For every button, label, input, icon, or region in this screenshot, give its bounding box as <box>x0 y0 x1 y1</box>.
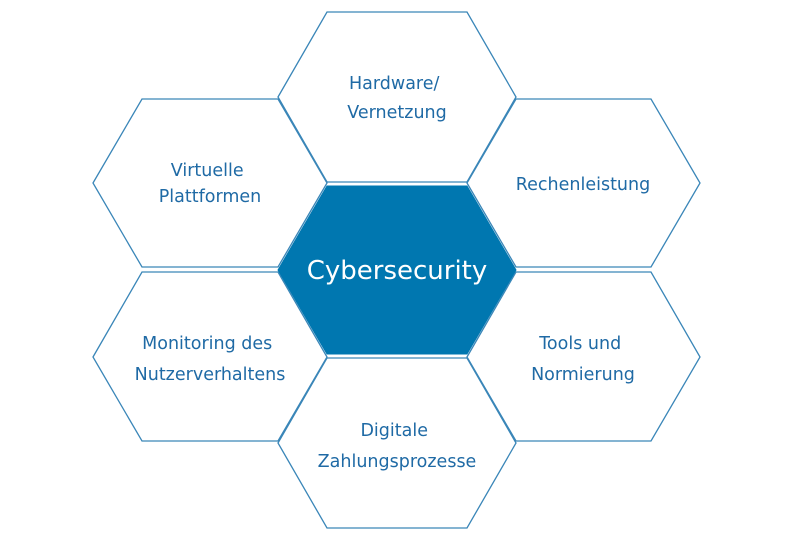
hex-bottom-label: Digitale Zahlungsprozesse <box>318 421 477 472</box>
hex-upper-right-shape <box>466 98 701 268</box>
hex-center-shape <box>277 185 517 355</box>
hex-bottom-shape <box>277 357 517 529</box>
hex-top-label: Hardware/ Vernetzung <box>347 74 446 123</box>
hex-node-upper-left: Virtuelle Plattformen <box>92 98 328 268</box>
hex-node-top: Hardware/ Vernetzung <box>277 11 517 183</box>
hex-upper-left-label-line-2: Plattformen <box>159 187 262 207</box>
hex-upper-left-label: Virtuelle Plattformen <box>159 161 262 207</box>
hex-upper-left-label-line-1: Virtuelle <box>171 161 244 181</box>
hex-upper-right-label-line-1: Rechenleistung <box>516 175 650 195</box>
hex-node-upper-right: Rechenleistung <box>466 98 701 268</box>
hex-bottom-label-line-1: Digitale <box>360 421 428 441</box>
hex-lower-right-label-line-2: Normierung <box>531 365 635 385</box>
hex-lower-left-label: Monitoring des Nutzerverhaltens <box>135 334 286 385</box>
hex-lower-right-label-line-1: Tools und <box>538 334 621 354</box>
hex-bottom-label-line-2: Zahlungsprozesse <box>318 452 477 472</box>
hex-lower-left-shape <box>92 271 328 442</box>
hex-center-label: Cybersecurity <box>307 256 488 286</box>
hex-lower-left-label-line-2: Nutzerverhaltens <box>135 365 286 385</box>
hex-node-lower-right: Tools und Normierung <box>466 271 701 442</box>
hex-upper-right-label: Rechenleistung <box>516 175 650 195</box>
hex-node-center: Cybersecurity <box>277 185 517 355</box>
hex-upper-left-shape <box>92 98 328 268</box>
hex-top-label-line-1: Hardware/ <box>349 74 439 94</box>
hex-lower-right-shape <box>466 271 701 442</box>
hex-node-lower-left: Monitoring des Nutzerverhaltens <box>92 271 328 442</box>
hex-lower-right-label: Tools und Normierung <box>531 334 635 385</box>
hex-top-shape <box>277 11 517 183</box>
hex-lower-left-label-line-1: Monitoring des <box>142 334 272 354</box>
hex-top-label-line-2: Vernetzung <box>347 103 446 123</box>
hex-node-bottom: Digitale Zahlungsprozesse <box>277 357 517 529</box>
